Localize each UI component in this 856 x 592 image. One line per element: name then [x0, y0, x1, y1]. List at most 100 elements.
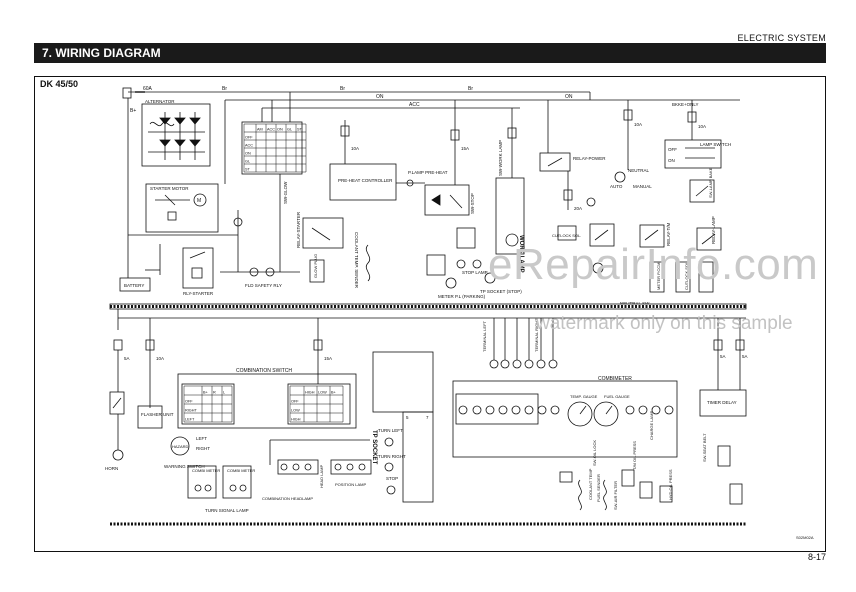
meter-pccm-label: METER P.CCM [656, 263, 661, 290]
fuse-10a-preheat: 10A [351, 146, 359, 151]
page-title: 7. WIRING DIAGRAM [34, 43, 826, 63]
bus-acc-label: ACC [409, 102, 420, 108]
position-lamp-label: POSITION LAMP [335, 482, 366, 487]
power-bus [128, 91, 740, 109]
coolant-temp-label: COOLANT TEMP [588, 468, 593, 500]
meter-pl-label: METER P.L (PARKING) [438, 294, 486, 299]
tp-socket-label: TP SOCKET [371, 430, 377, 465]
sw-work-lamp-label: SW-WORK LAMP [498, 140, 503, 176]
stop-label: STOP [386, 476, 398, 481]
svg-text:ON: ON [668, 158, 675, 163]
page-number: 8-17 [807, 552, 826, 562]
fuse-60a-label: 60A [143, 86, 153, 92]
rly-starter: RLY-STARTER [182, 247, 214, 296]
bus-br-label-2: Br [340, 86, 345, 92]
watermark-subtext: watermark only on this sample [536, 313, 793, 334]
turn-right-label: TURN RIGHT [378, 454, 406, 459]
b-plus-label: B+ [130, 108, 136, 114]
relay-starter-label: RELAY-STARTER [296, 211, 301, 248]
lamp-switch: OFF ON LAMP SWITCH [664, 139, 731, 169]
fld-safety-label: FLD SAFETY RLY [245, 283, 282, 288]
hyd-oil-press-label: HYD OIL PRESS [668, 469, 673, 500]
combo-left-header: R [213, 391, 216, 395]
combo-right-header: LOW [318, 391, 327, 395]
left-label: LEFT [196, 436, 207, 441]
combo-right-row-label: LOW [291, 409, 300, 413]
svg-text:7: 7 [426, 415, 429, 420]
sw-glow-label: SW-GLOW [283, 181, 288, 204]
figure-code: S02M02A [796, 535, 814, 540]
fuse-10a-neutral: 10A [634, 122, 642, 127]
tp-socket-stop-label: TP SOCKET (STOP) [480, 289, 522, 294]
bake-only-label: BKKE+ONLY [672, 102, 699, 107]
combo-left-row-label: RIGHT [185, 409, 197, 413]
manual-label: MANUAL [633, 184, 652, 189]
battery-label: BATTERY [124, 283, 144, 288]
coolant-temp-sender-label: COOLANT TEMP. SENDER [354, 232, 359, 289]
key-switch-header: ON [277, 128, 283, 132]
model-label: DK 45/50 [40, 79, 79, 89]
head-lamp-label: HEAD LAMP [319, 465, 324, 488]
watermark: eRepairInfo.com [488, 240, 819, 289]
starter-motor: STARTER MOTOR M [145, 183, 219, 233]
key-switch-row-label: ACC [245, 144, 253, 148]
relay-tm-label: RELAY-T/M [666, 222, 671, 246]
turn-signal-lamp-label: TURN SIGNAL LAMP [205, 508, 249, 513]
combo-left-row-label: LEFT [185, 418, 195, 422]
combination-switch-label: COMBINATION SWITCH [236, 368, 292, 374]
sw-seat-belt-label: SW-SEAT BELT [702, 433, 707, 462]
terminal-left-label: TERMINAL LEFT [482, 320, 487, 352]
alternator-label: ALTERNATOR [145, 99, 175, 104]
combo-meter-left: COMBI METER [192, 468, 220, 473]
lamp-switch-label: LAMP SWITCH [700, 142, 731, 147]
fuse-10a-flasher: 10A [156, 356, 164, 361]
fuse-5a-horn: 5A [124, 356, 130, 361]
svg-text:OFF: OFF [668, 147, 677, 152]
alternator: ALTERNATOR [141, 99, 211, 167]
bus-on-label: ON [376, 94, 384, 100]
relay-power-label: RELAY-POWER [573, 156, 606, 161]
sw-air-filter-label: SW-AIR FILTER [613, 481, 618, 510]
hazard-label: HAZARD [172, 444, 189, 449]
turn-left-label: TURN LEFT [378, 428, 403, 433]
combimeter: COMBIMETER TEMP. GAUGE FUEL GAUGE [452, 376, 678, 458]
fuse-5a-timer-2: 5A [742, 354, 748, 359]
warning-switch-label: WARNING SWITCH [164, 464, 205, 469]
section-heading: ELECTRIC SYSTEM [737, 33, 826, 43]
diagram-frame [34, 76, 826, 552]
combo-right-row-label: OFF [291, 400, 299, 404]
charge-lamp-label: CHARGE LAMP [649, 411, 654, 440]
flasher-unit-label: FLASHER UNIT [141, 412, 174, 417]
neutral-label: NEUTRAL [628, 168, 650, 173]
ground-bar-top [109, 303, 747, 310]
plamp-label: P.LAMP PRE-HEAT [408, 170, 448, 175]
sw-stop-label: SW-STOP [470, 193, 475, 214]
combo-meter-right: COMBI METER [227, 468, 255, 473]
combo-right-header: HIGH [305, 391, 315, 395]
sw-lamp-bake-label: SW-LAMP BAKE [708, 167, 713, 198]
key-switch-header: AM [257, 128, 263, 132]
fuse-20a-relay: 20A [574, 206, 582, 211]
bus-br-label-3: Br [468, 86, 473, 92]
temp-gauge-label: TEMP. GAUGE [570, 394, 598, 399]
starter-motor-label: STARTER MOTOR [150, 186, 189, 191]
key-switch-header: ACC [267, 128, 275, 132]
horn-label: HORN [105, 466, 118, 471]
cutlock-sol-label-2: CUTLOCK SOL. [684, 261, 689, 290]
work-lamp-label: WORK LAMP [518, 235, 524, 273]
preheat-controller-label: PRE-HEAT CONTROLLER [338, 178, 393, 183]
key-switch-row-label: ON [245, 152, 251, 156]
timer-delay-label: TIMER DELAY [707, 400, 737, 405]
fuse-10a-lamp: 10A [698, 124, 706, 129]
terminal-right-label: TERMINAL RIGHT [534, 318, 539, 352]
bus-br-label: Br [222, 86, 227, 92]
battery: BATTERY [119, 269, 160, 292]
sw-oil-lock-label: SW-OIL LOCK [592, 440, 597, 466]
combo-right-row-label: HIGH [291, 418, 301, 422]
preheat-controller: PRE-HEAT CONTROLLER [329, 163, 397, 201]
